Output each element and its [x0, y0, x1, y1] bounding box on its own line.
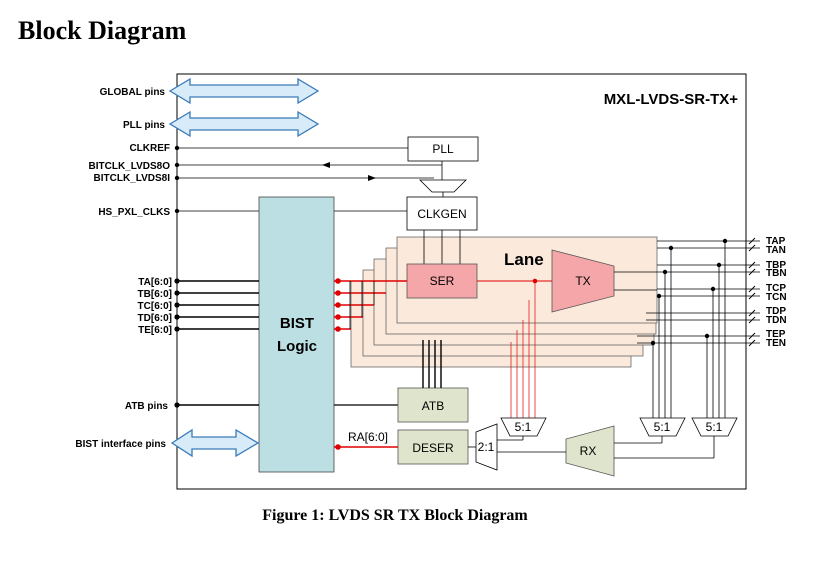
pin-tbp: TBP — [766, 260, 786, 271]
tx-driver — [551, 249, 615, 313]
figure-caption: Figure 1: LVDS SR TX Block Diagram — [262, 507, 528, 524]
bist-interface-arrow — [170, 428, 260, 458]
global-pins-arrow — [168, 77, 320, 105]
clkgen-block — [406, 196, 478, 231]
rx-receiver-label: RX — [580, 444, 597, 458]
pll-block-label: PLL — [432, 142, 454, 156]
pin-tcn: TCN — [766, 292, 787, 303]
rx-receiver — [565, 425, 615, 477]
mux-5to1-b — [639, 417, 686, 437]
clkgen-block-label: CLKGEN — [417, 207, 466, 221]
bitclk-out-label: BITCLK_LVDS8O — [89, 161, 171, 172]
hs-pxl-label: HS_PXL_CLKS — [98, 207, 170, 218]
mux-5to1-a — [500, 417, 547, 437]
pll-block — [407, 136, 479, 162]
svg-text:TC[6:0]: TC[6:0] — [138, 301, 172, 312]
tx-output-wires — [614, 240, 760, 344]
clock-mux — [419, 179, 467, 193]
tx-driver-label: TX — [575, 274, 590, 288]
ser-block-label: SER — [430, 274, 455, 288]
lane-label: Lane — [504, 250, 544, 269]
loopback-wires — [510, 281, 536, 418]
global-pins-label: GLOBAL pins — [100, 87, 166, 98]
mux-5to1-c — [691, 417, 738, 437]
mux-5to1-b-label: 5:1 — [654, 420, 671, 434]
svg-text:TD[6:0]: TD[6:0] — [138, 313, 172, 324]
pin-tcp: TCP — [766, 283, 786, 294]
pll-pins-label: PLL pins — [123, 120, 165, 131]
bist-label-2: Logic — [277, 338, 317, 355]
mux-5to1-c-label: 5:1 — [706, 420, 723, 434]
pin-tbn: TBN — [766, 268, 787, 279]
svg-text:TA[6:0]: TA[6:0] — [138, 277, 172, 288]
ra-bus-label: RA[6:0] — [348, 430, 388, 444]
clkref-label: CLKREF — [129, 143, 170, 154]
pin-tap: TAP — [766, 236, 786, 247]
bist-label-1: BIST — [280, 315, 314, 332]
mux-2to1 — [475, 423, 498, 471]
bist-to-lane-buses — [334, 280, 407, 330]
bist-interface-label: BIST interface pins — [75, 439, 166, 450]
pin-tep: TEP — [766, 329, 786, 340]
device-name: MXL-LVDS-SR-TX+ — [604, 91, 739, 108]
pin-tan: TAN — [766, 245, 786, 256]
svg-text:TB[6:0]: TB[6:0] — [138, 289, 172, 300]
bitclk-in-label: BITCLK_LVDS8I — [94, 173, 171, 184]
page-heading: Block Diagram — [18, 16, 187, 45]
atb-block — [397, 387, 469, 423]
rx-tap-wires — [652, 241, 726, 418]
mux-5to1-a-label: 5:1 — [515, 420, 532, 434]
mux-2to1-label: 2:1 — [478, 440, 495, 454]
pin-ten: TEN — [766, 338, 786, 349]
atb-block-label: ATB — [422, 399, 444, 413]
bist-logic-block — [258, 196, 335, 473]
pin-tdn: TDN — [766, 315, 787, 326]
pll-pins-arrow — [168, 110, 320, 138]
pin-tdp: TDP — [766, 306, 786, 317]
deser-block-label: DESER — [412, 441, 454, 455]
data-bus-labels: TA[6:0] TB[6:0] TC[6:0] TD[6:0] TE[6:0] — [138, 277, 172, 336]
atb-pins-label: ATB pins — [125, 401, 169, 412]
svg-text:TE[6:0]: TE[6:0] — [138, 325, 172, 336]
ser-block — [406, 263, 478, 299]
